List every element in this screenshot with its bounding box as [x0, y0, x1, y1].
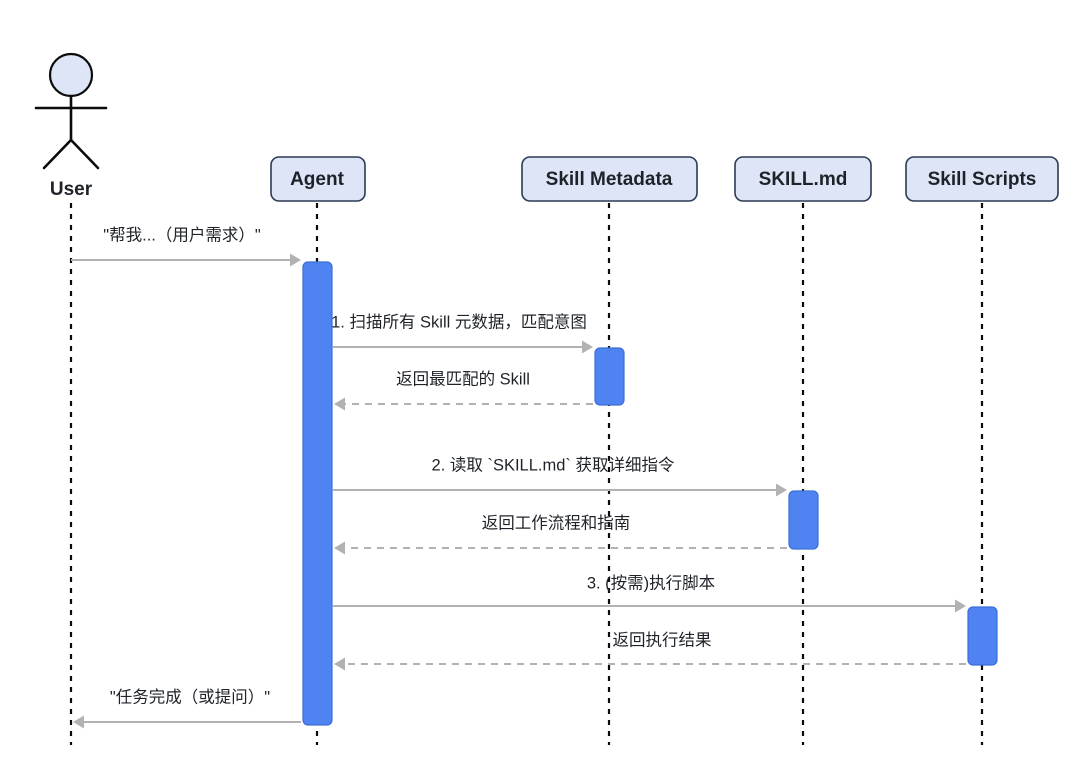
message-4: 2. 读取 `SKILL.md` 获取详细指令 [333, 455, 787, 497]
participant-box-skill_scripts[interactable] [905, 156, 1059, 202]
message-5: 返回工作流程和指南 [334, 513, 787, 555]
participant-skill_metadata[interactable]: Skill Metadata [521, 156, 698, 202]
activation-bar-skill_md [788, 490, 819, 550]
message-arrowhead-3 [334, 397, 345, 411]
message-label-4: 2. 读取 `SKILL.md` 获取详细指令 [432, 455, 675, 474]
participant-box-agent[interactable] [270, 156, 366, 202]
message-arrowhead-7 [334, 657, 345, 671]
activation-bar-skill_scripts [967, 606, 998, 666]
participants-group: Agent Skill Metadata SKILL.md Skill Scripts [270, 156, 1059, 202]
participant-label-skill_md: SKILL.md [759, 169, 848, 190]
participant-skill_md[interactable]: SKILL.md [734, 156, 872, 202]
actor-user-figure: User [34, 52, 108, 200]
message-label-3: 返回最匹配的 Skill [396, 369, 530, 388]
participant-label-agent: Agent [290, 169, 345, 190]
participant-label-skill_metadata: Skill Metadata [546, 169, 673, 190]
message-label-2: 1. 扫描所有 Skill 元数据，匹配意图 [331, 312, 587, 331]
message-arrowhead-1 [290, 253, 301, 267]
message-arrowhead-4 [776, 483, 787, 497]
message-3: 返回最匹配的 Skill [334, 369, 593, 411]
activation-bar-agent [302, 261, 333, 726]
participant-label-user: User [50, 179, 93, 200]
actor-leg-left-line [42, 138, 73, 170]
message-arrowhead-2 [582, 340, 593, 354]
message-2: 1. 扫描所有 Skill 元数据，匹配意图 [331, 312, 593, 354]
participant-agent[interactable]: Agent [270, 156, 366, 202]
message-label-6: 3. (按需)执行脚本 [587, 573, 715, 592]
message-arrowhead-5 [334, 541, 345, 555]
message-1: "帮我...（用户需求）" [71, 225, 301, 267]
activations-group [302, 261, 998, 726]
participant-box-skill_metadata[interactable] [521, 156, 698, 202]
message-arrowhead-6 [955, 599, 966, 613]
message-7: 返回执行结果 [334, 630, 966, 671]
message-label-1: "帮我...（用户需求）" [103, 225, 261, 244]
message-label-8: "任务完成（或提问）" [110, 687, 270, 706]
message-label-7: 返回执行结果 [613, 630, 712, 649]
participant-label-skill_scripts: Skill Scripts [928, 169, 1037, 190]
messages-group: "帮我...（用户需求）" 1. 扫描所有 Skill 元数据，匹配意图返回最匹配… [71, 225, 966, 729]
participant-box-skill_md[interactable] [734, 156, 872, 202]
participant-skill_scripts[interactable]: Skill Scripts [905, 156, 1059, 202]
message-8: "任务完成（或提问）" [73, 687, 301, 729]
actor-leg-right-line [69, 138, 100, 170]
message-arrowhead-8 [73, 715, 84, 729]
message-6: 3. (按需)执行脚本 [333, 573, 966, 613]
message-label-5: 返回工作流程和指南 [482, 513, 631, 532]
activation-bar-skill_metadata [594, 347, 625, 406]
actor-head-icon [48, 52, 94, 98]
